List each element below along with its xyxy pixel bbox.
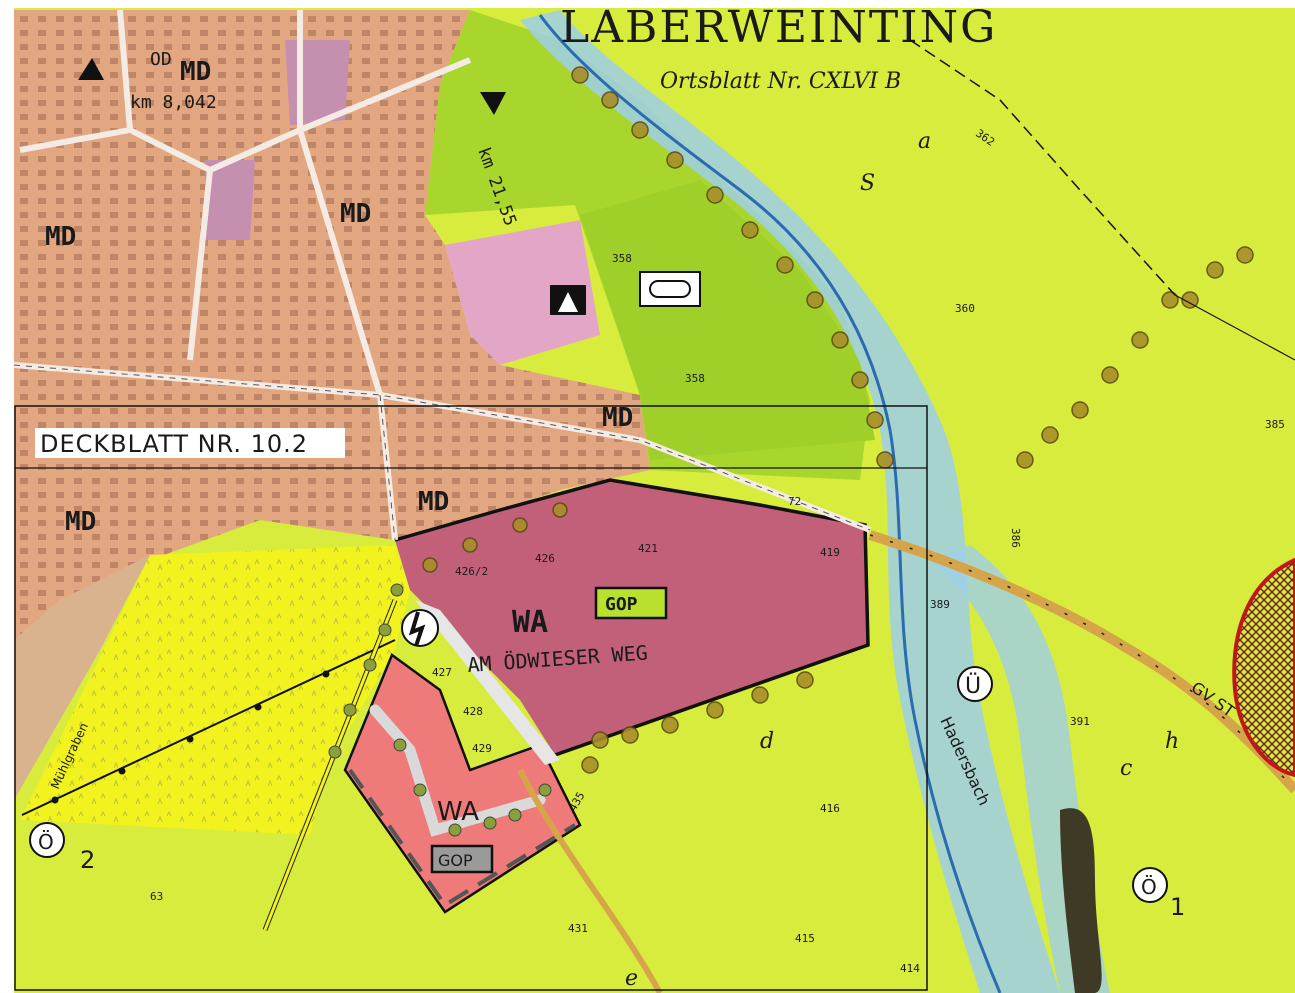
gop-label-new: GOP [438,851,473,870]
boundary-line-dashed [909,39,1176,296]
parcel-numbers: 362 358 358 360 385 386 389 391 416 415 … [150,127,1285,975]
oe-right-symbol: Ö [1141,875,1157,899]
county-road [517,768,663,993]
zone-label-md-2: MD [340,199,371,229]
stream-buffer [520,10,1060,993]
deckblatt-title-box [35,428,345,458]
tree-row-dark [1060,808,1102,993]
transformer-bolt [408,611,426,647]
field-letter: e [625,966,638,991]
parcel-number: 358 [612,252,632,265]
county-road-east [868,530,1295,794]
zone-label-wa-new: WA [437,797,479,827]
parcel-number: 415 [795,932,815,945]
parcel-number: 358 [685,372,705,385]
zone-label-md-3: MD [45,222,76,252]
special-use-oval-icon [649,280,691,298]
street-odwieser [415,600,560,765]
parcel-number: 386 [1009,528,1022,548]
parcel-number: 426 [535,552,555,565]
new-wa-green-edge [348,768,577,908]
wa-existing-outline [394,478,870,757]
parcel-number: 428 [463,705,483,718]
od-label: OD [150,49,172,70]
sheet-subtitle: Ortsblatt Nr. CXLVI B [660,69,901,94]
zone-label-md-4: MD [602,403,633,433]
village-buildings [14,10,650,640]
farm-triangle-icon [558,292,578,312]
parcel-number: 427 [432,666,452,679]
zone-label-md-5: MD [418,487,449,517]
oe-left-symbol: Ö [38,830,54,854]
tree-dots [422,66,1254,774]
field-letter: d [760,729,774,754]
gop-box-main [594,586,668,620]
parcel-number: 421 [638,542,658,555]
marker-triangle-2 [480,92,506,115]
wa-new-area [345,655,580,912]
field-letters: S a d h c e [625,129,1179,991]
parcel-number: 426/2 [455,565,488,578]
meadow-inner [580,180,875,460]
km-label-top: km 8,042 [130,92,217,113]
zone-label-md-1: MD [180,57,211,87]
sheet-title: LABERWEINTING [560,2,997,53]
field-letter: h [1165,729,1179,754]
farm-area-pink [445,220,600,365]
stream-line [538,14,1002,993]
parcel-number: 416 [820,802,840,815]
field-letter: c [1120,756,1132,781]
parcel-number: 414 [900,962,920,975]
parcel-number: 385 [1265,418,1285,431]
oe-right-circle [1132,867,1168,903]
zone-label-md-6: MD [65,507,96,537]
village-left-strip [14,555,150,800]
u-symbol-circle [957,666,993,702]
marker-triangle-1 [78,58,104,80]
field-letter: a [918,129,931,154]
planting-circles [328,583,552,837]
parcel-number: 63 [150,890,163,903]
map-frame-left [0,0,14,993]
parcel-number: 391 [1070,715,1090,728]
field-path-inner [263,599,397,931]
map-frame-top [0,0,1295,8]
boundary-line-right [1174,294,1295,361]
u-symbol: Ü [965,673,981,699]
hatched-area-pattern [1232,557,1295,778]
gop-label-main: GOP [605,594,638,615]
parcel-number: 389 [930,598,950,611]
parcel-number: 431 [568,922,588,935]
zone-label-wa-main: WA [512,605,548,640]
deckblatt-title: DECKBLATT NR. 10.2 [40,430,308,458]
wa-new-outline [343,653,582,914]
farm-area-center [205,160,255,240]
muehlgraben-markers [51,670,330,804]
parcel-number: 72 [788,495,801,508]
deckblatt-frame [14,405,928,991]
field-letter: S [860,171,875,196]
parcel-number: 419 [820,546,840,559]
oe-right-number: 1 [1170,893,1185,921]
parcel-number: 429 [472,742,492,755]
compensation-area-pattern [20,545,410,835]
oe-left-circle [29,822,65,858]
gop-box-new [430,844,494,874]
parcel-number: 360 [955,302,975,315]
muehlgraben-line [21,639,396,816]
oe-left-number: 2 [80,846,95,874]
